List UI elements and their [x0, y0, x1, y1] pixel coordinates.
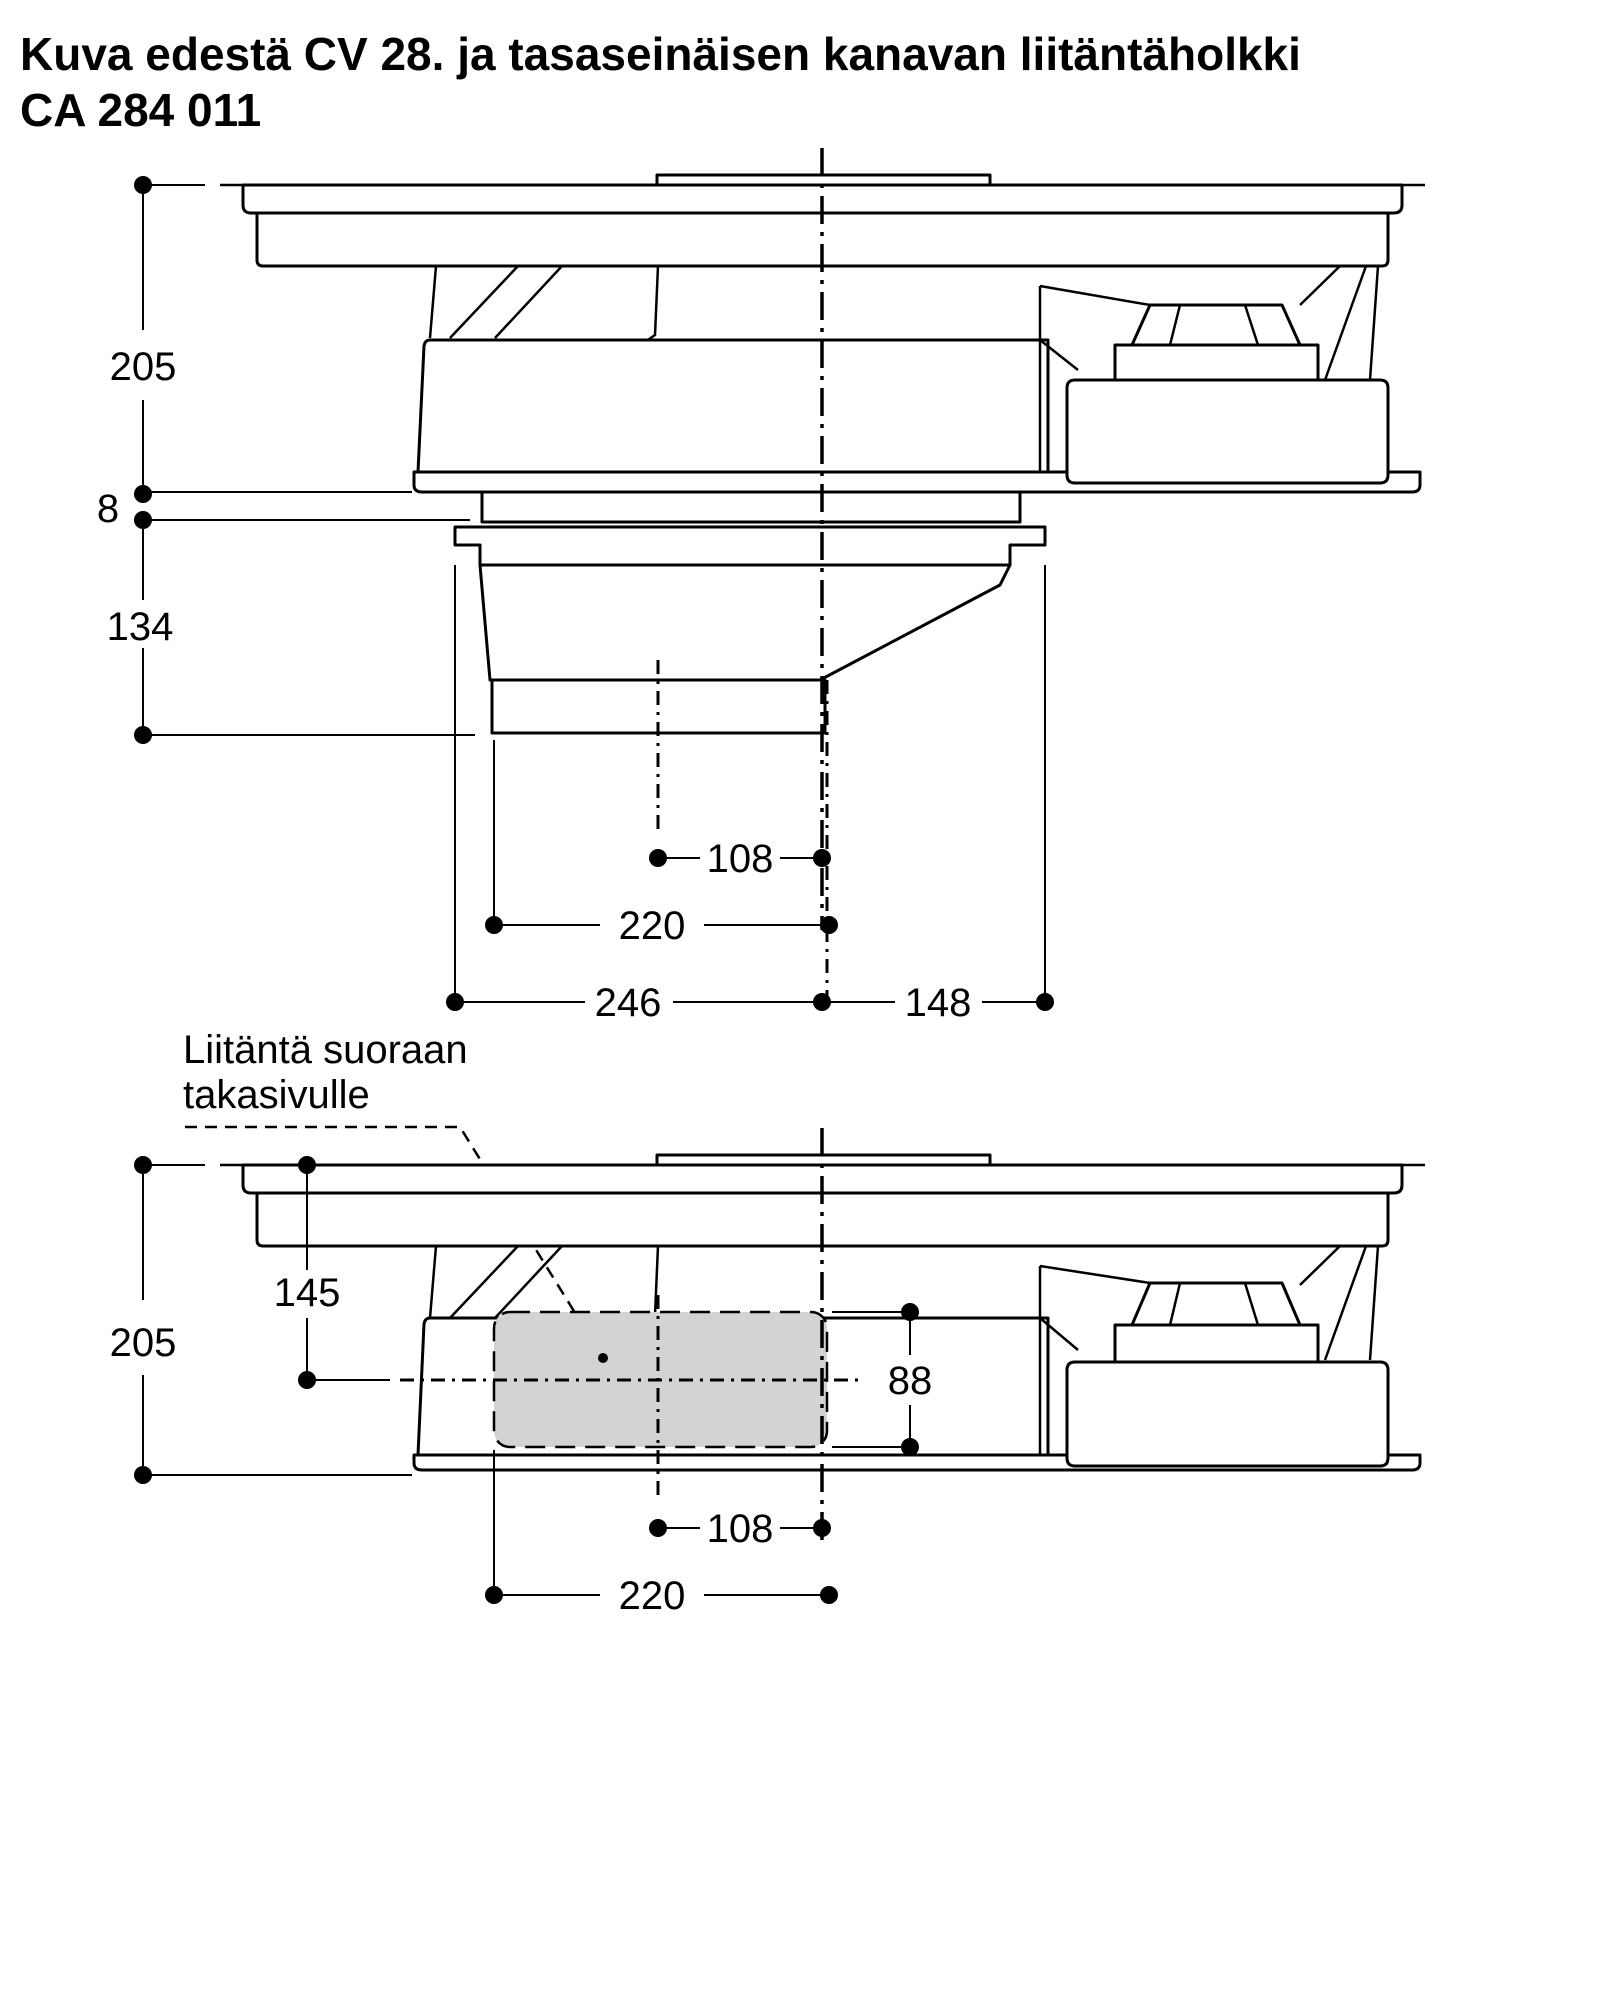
dimension-point — [134, 1156, 152, 1174]
dimension-point — [446, 993, 464, 1011]
dimension-point — [485, 916, 503, 934]
dimension-point — [298, 1371, 316, 1389]
dimension-point — [649, 849, 667, 867]
dim-width-220-top: 220 — [619, 904, 686, 948]
drawing-title: Kuva edestä CV 28. ja tasaseinäisen kana… — [20, 26, 1301, 138]
title-line-2: CA 284 011 — [20, 84, 262, 136]
dimension-point — [813, 993, 831, 1011]
dimension-point — [901, 1438, 919, 1456]
motor-unit — [1038, 265, 1390, 485]
cooktop-top — [220, 173, 1425, 268]
dimension-point — [134, 726, 152, 744]
dim-gap-8: 8 — [97, 487, 119, 531]
vertical-dimension-chain-bottom: 205 145 88 — [110, 1156, 933, 1484]
dim-center-145: 145 — [274, 1271, 341, 1315]
fan-housing — [412, 265, 1422, 494]
annotation-line-2: takasivulle — [183, 1073, 370, 1117]
dimension-point — [813, 849, 831, 867]
horizontal-dimensions-bottom: 108 220 — [485, 1450, 838, 1618]
top-view: 205 8 134 108 220 246 — [97, 148, 1425, 1025]
dimension-point — [298, 1156, 316, 1174]
dim-offset-108-top: 108 — [707, 837, 774, 881]
dimension-point — [134, 176, 152, 194]
dim-adapter-134: 134 — [107, 605, 174, 649]
dim-opening-88: 88 — [888, 1359, 933, 1403]
annotation-target-point — [598, 1353, 608, 1363]
dimension-point — [485, 1586, 503, 1604]
dimension-point — [901, 1303, 919, 1321]
annotation-leader — [185, 1125, 605, 1359]
dim-left-246: 246 — [595, 981, 662, 1025]
dimension-point — [1036, 993, 1054, 1011]
dimension-point — [820, 1586, 838, 1604]
title-line-1: Kuva edestä CV 28. ja tasaseinäisen kana… — [20, 28, 1301, 80]
bottom-view: Liitäntä suoraan takasivulle — [110, 1028, 1425, 1618]
dimension-point — [820, 916, 838, 934]
vertical-dimension-chain: 205 8 134 — [97, 176, 475, 744]
horizontal-dimensions-top: 108 220 246 148 — [446, 565, 1054, 1025]
dimension-point — [134, 1466, 152, 1484]
annotation-line-1: Liitäntä suoraan — [183, 1028, 468, 1072]
dim-height-205-top: 205 — [110, 345, 177, 389]
dim-width-220-bottom: 220 — [619, 1574, 686, 1618]
dimension-point — [649, 1519, 667, 1537]
dimension-point — [813, 1519, 831, 1537]
cooktop-bottom — [220, 1153, 1425, 1248]
dimension-point — [134, 511, 152, 529]
dim-height-205-bottom: 205 — [110, 1321, 177, 1365]
duct-adapter — [453, 490, 1047, 735]
motor-unit-bottom — [1038, 1245, 1390, 1468]
dimension-point — [134, 485, 152, 503]
dim-right-148: 148 — [905, 981, 972, 1025]
dim-offset-108-bottom: 108 — [707, 1507, 774, 1551]
